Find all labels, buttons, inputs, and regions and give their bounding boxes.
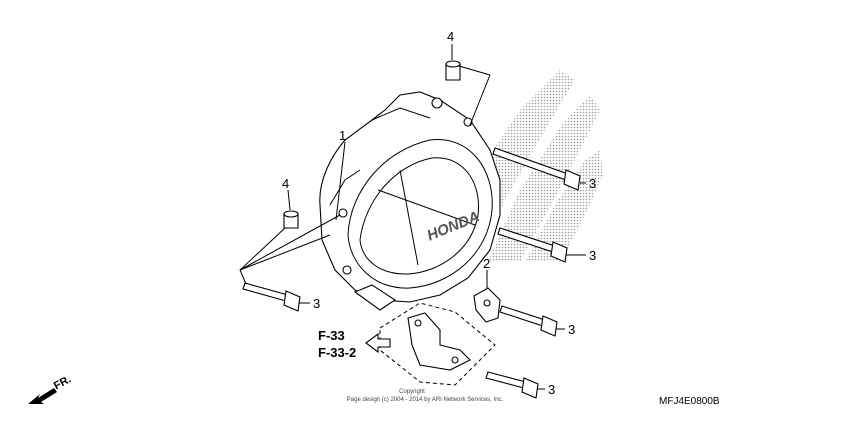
callout-collar-left: 4: [282, 176, 289, 191]
detail-box: [379, 302, 496, 386]
callout-bolt-e: 3: [548, 382, 555, 397]
bolt-a: [492, 147, 581, 191]
diagram-code: MFJ4E0800B: [659, 396, 720, 407]
callout-bolt-c: 3: [313, 296, 320, 311]
bolt-b: [497, 227, 568, 263]
bolt-c: [242, 282, 301, 312]
leader-lines: [239, 44, 586, 390]
bracket-small: [473, 287, 501, 323]
callout-bracket: 2: [483, 256, 490, 271]
bolt-e: [485, 371, 539, 399]
bolt-d: [499, 305, 558, 337]
direction-label: FR.: [52, 373, 73, 392]
callout-bolt-a: 3: [589, 176, 596, 191]
front-direction-arrow-icon: [28, 388, 57, 404]
callout-cover: 1: [339, 128, 346, 143]
copyright-line-1: Copyright: [399, 389, 425, 395]
generator-cover: HONDA: [319, 91, 501, 311]
collar-top: [445, 60, 461, 81]
copyright-line-2: Page design (c) 2004 - 2014 by ARI Netwo…: [347, 397, 504, 403]
reference-arrow-icon: [365, 332, 391, 354]
reference-f33[interactable]: F-33: [318, 328, 345, 343]
reference-f33-2[interactable]: F-33-2: [318, 345, 356, 360]
callout-bolt-d: 3: [568, 322, 575, 337]
callout-collar-top: 4: [447, 29, 454, 44]
collar-left: [283, 210, 299, 229]
callout-bolt-b: 3: [589, 248, 596, 263]
